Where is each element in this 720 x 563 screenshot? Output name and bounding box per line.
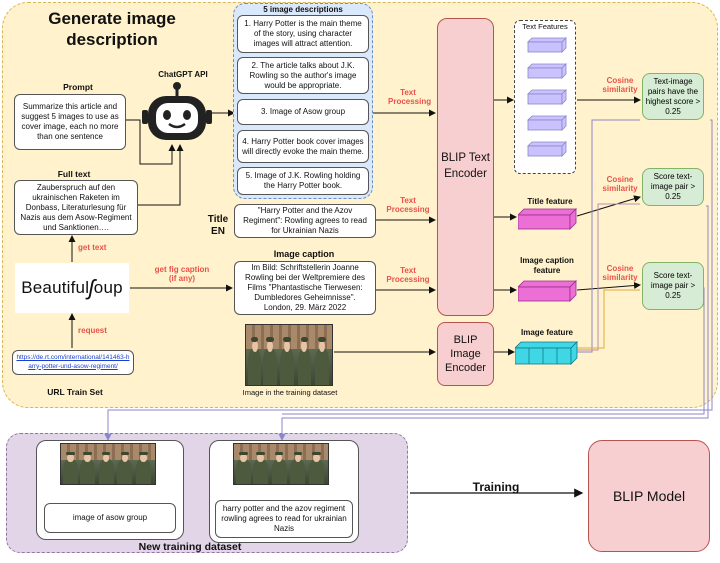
get-text-label: get text [78, 243, 107, 252]
dataset-card-2-photo [233, 443, 329, 485]
title-feature-vector [518, 208, 577, 230]
prompt-box: Summarize this article and suggest 5 ima… [14, 94, 126, 150]
text-processing-label-3: Text Processing [383, 266, 433, 284]
dataset-card-1-caption: image of asow group [44, 503, 176, 533]
url-train-set-label: URL Train Set [47, 387, 103, 397]
title-en-box: "Harry Potter and the Azov Regiment": Ro… [234, 204, 376, 238]
request-label: request [78, 326, 107, 335]
cosine-1-line-2: similarity [602, 85, 638, 95]
description-item-4: 4. Harry Potter book cover images will d… [237, 130, 369, 163]
chatgpt-api-label: ChatGPT API [158, 70, 208, 79]
prompt-label: Prompt [63, 82, 93, 92]
description-item-2: 2. The article talks about J.K. Rowling … [237, 57, 369, 94]
get-fig-caption-line-2: (if any) [168, 274, 196, 284]
score-pair-box-1: Score text-image pair > 0.25 [642, 168, 704, 206]
beautifulsoup-logo: Beautiful ʃ oup [15, 263, 129, 313]
blip-model-box: BLIP Model [588, 440, 710, 552]
cosine-similarity-label-1: Cosine similarity [598, 76, 642, 94]
training-photo [245, 324, 333, 386]
dataset-card-2-caption: harry potter and the azov regiment rowli… [215, 500, 353, 538]
text-features-label: Text Features [522, 22, 568, 31]
image-caption-label: Image caption [273, 249, 335, 259]
image-caption-feature-vector [518, 280, 577, 302]
url-link[interactable]: https://de.rt.com/international/141463-h… [16, 354, 130, 370]
text-processing-3-line-2: Processing [386, 275, 430, 285]
blip-model-label: BLIP Model [612, 488, 686, 504]
title-feature-label: Title feature [527, 197, 573, 206]
title-en-line-2: EN [211, 226, 225, 237]
title-line-1: Generate image [48, 9, 176, 28]
cosine-similarity-label-2: Cosine similarity [598, 175, 642, 193]
blip-image-encoder-label: BLIP Image Encoder [445, 333, 486, 375]
text-feature-vectors [527, 37, 567, 157]
training-label: Training [472, 480, 520, 494]
dataset-card-1-photo [60, 443, 156, 485]
image-feature-label: Image feature [520, 328, 574, 337]
image-caption-box: Im Bild: Schriftstellerin Joanne Rowling… [234, 261, 376, 315]
get-fig-caption-label: get fig caption (if any) [142, 265, 222, 283]
cosine-2-line-2: similarity [602, 184, 638, 194]
image-caption-feature-label: Image caption feature [520, 256, 574, 275]
text-processing-1-line-1: Text [400, 88, 416, 97]
robot-icon [142, 80, 212, 146]
text-processing-2-line-1: Text [400, 196, 416, 205]
cosine-3-line-2: similarity [602, 273, 638, 283]
text-image-pairs-score-box: Text-image pairs have the highest score … [642, 73, 704, 120]
text-processing-label-1: Text Processing [388, 88, 432, 107]
description-item-1: 1. Harry Potter is the main theme of the… [237, 15, 369, 53]
beautifulsoup-text-a: Beautiful [21, 278, 90, 297]
cosine-1-line-1: Cosine [606, 76, 634, 85]
text-processing-3-line-1: Text [400, 266, 416, 275]
description-item-5: 5. Image of J.K. Rowling holding the Har… [237, 167, 369, 195]
blip-image-encoder: BLIP Image Encoder [437, 322, 494, 386]
blip-text-encoder: BLIP Text Encoder [437, 18, 494, 316]
score-pair-box-2: Score text-image pair > 0.25 [642, 262, 704, 310]
title-en-label: Title EN [204, 214, 232, 238]
descriptions-title: 5 image descriptions [263, 5, 343, 14]
beautifulsoup-text-b: oup [93, 278, 123, 297]
text-processing-label-2: Text Processing [383, 196, 433, 214]
cosine-3-line-1: Cosine [606, 264, 634, 273]
full-text-label: Full text [57, 169, 91, 179]
training-photo-caption: Image in the training dataset [242, 388, 338, 397]
page-title: Generate image description [22, 8, 202, 51]
full-text-box: Zauberspruch auf den ukrainischen Rakete… [14, 180, 138, 235]
cosine-similarity-label-3: Cosine similarity [598, 264, 642, 282]
blip-text-encoder-label: BLIP Text Encoder [441, 152, 490, 180]
url-box: https://de.rt.com/international/141463-h… [12, 350, 134, 375]
title-line-2: description [66, 30, 158, 50]
get-fig-caption-line-1: get fig caption [154, 265, 210, 274]
text-processing-2-line-2: Processing [386, 205, 430, 215]
image-feature-vector [515, 341, 578, 365]
soup-s-icon: ʃ [88, 275, 95, 300]
cosine-2-line-1: Cosine [606, 175, 634, 184]
title-en-line-1: Title [207, 214, 229, 225]
description-item-3: 3. Image of Asow group [237, 99, 369, 125]
text-processing-1-line-2: Processing [388, 97, 432, 107]
new-training-dataset-label: New training dataset [138, 541, 242, 553]
